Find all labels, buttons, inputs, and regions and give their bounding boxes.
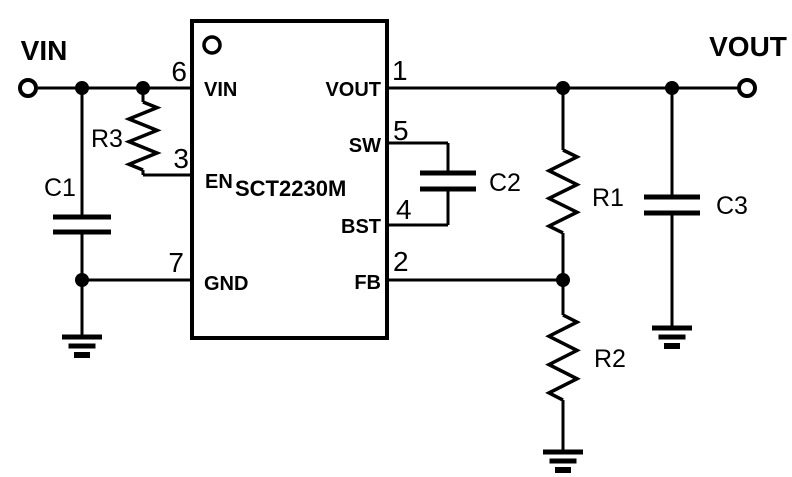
pin-number-5: 5 xyxy=(393,115,409,146)
pin-number-2: 2 xyxy=(393,246,409,277)
junction-dots xyxy=(75,81,679,287)
resistor-r2: R2 xyxy=(545,280,626,452)
pin-number-6: 6 xyxy=(171,56,187,87)
vout-terminal-icon xyxy=(737,78,757,98)
junction-dot xyxy=(136,81,150,95)
vin-terminal-label: VIN xyxy=(21,35,68,66)
pin-number-3: 3 xyxy=(173,143,189,174)
resistor-r3: R3 xyxy=(91,88,162,175)
junction-dot xyxy=(665,81,679,95)
pin-name-vin: VIN xyxy=(204,79,237,101)
pin-name-bst: BST xyxy=(341,216,381,238)
pin-name-gnd: GND xyxy=(204,273,248,295)
c1-label: C1 xyxy=(44,174,76,202)
ic-outline xyxy=(190,19,389,340)
ground-symbol-c3 xyxy=(652,325,692,349)
r1-label: R1 xyxy=(592,184,624,212)
pin-name-vout: VOUT xyxy=(325,79,381,101)
pin-name-sw: SW xyxy=(349,135,381,157)
pin1-indicator-icon xyxy=(202,35,222,55)
vout-terminal-label: VOUT xyxy=(709,31,787,62)
ic-part-number: SCT2230M xyxy=(235,176,346,201)
pin-name-fb: FB xyxy=(354,272,381,294)
r3-zigzag xyxy=(124,100,162,172)
resistor-r1: R1 xyxy=(545,88,624,280)
r2-label: R2 xyxy=(594,345,626,373)
junction-dot xyxy=(556,273,570,287)
ground-symbol-r2 xyxy=(543,449,583,473)
r2-zigzag xyxy=(545,313,581,402)
pin-number-4: 4 xyxy=(396,194,412,225)
vin-terminal: VIN xyxy=(18,35,68,98)
pin-name-en: EN xyxy=(205,171,233,193)
r3-label: R3 xyxy=(91,125,123,153)
capacitor-c2: C2 xyxy=(420,169,521,197)
vin-terminal-icon xyxy=(18,78,38,98)
capacitor-c3: C3 xyxy=(644,88,748,328)
junction-dot xyxy=(75,273,89,287)
c2-label: C2 xyxy=(489,169,521,197)
pin-number-7: 7 xyxy=(168,247,184,278)
junction-dot xyxy=(75,81,89,95)
junction-dot xyxy=(556,81,570,95)
r1-zigzag xyxy=(545,148,581,235)
c3-label: C3 xyxy=(716,192,748,220)
ground-symbol-c1 xyxy=(62,334,102,358)
vout-terminal: VOUT xyxy=(709,31,787,98)
ic-sct2230m: SCT2230M VIN EN GND VOUT SW BST FB 6 3 7… xyxy=(168,19,412,340)
pin-number-1: 1 xyxy=(392,55,408,86)
